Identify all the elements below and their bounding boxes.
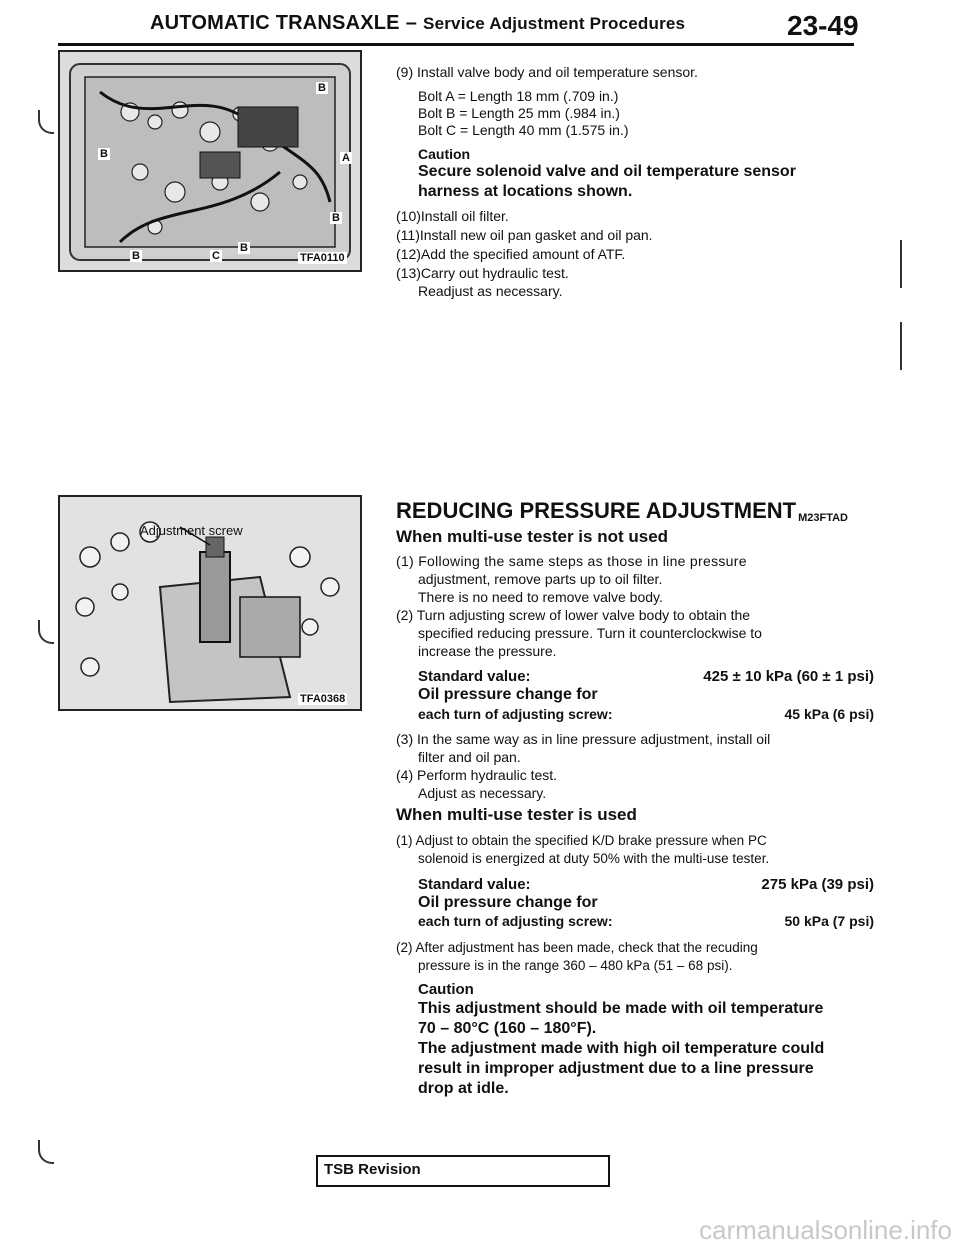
pressure-change-row: each turn of adjusting screw: 50 kPa (7 … xyxy=(396,913,874,930)
step-line: (4) Perform hydraulic test. xyxy=(396,767,558,783)
step-line: specified reducing pressure. Turn it cou… xyxy=(418,625,762,641)
step-line: pressure is in the range 360 – 480 kPa (… xyxy=(418,958,733,973)
page-number: 23-49 xyxy=(787,10,859,41)
section-code: M23FTAD xyxy=(798,512,848,524)
bolt-label-b: B xyxy=(130,250,142,262)
caution-text: drop at idle. xyxy=(418,1080,509,1097)
step-9: (9) Install valve body and oil temperatu… xyxy=(396,64,698,80)
caution-text: 70 – 80°C (160 – 180°F). xyxy=(418,1020,597,1037)
bolt-label-a: A xyxy=(340,152,352,164)
caution-text: The adjustment made with high oil temper… xyxy=(418,1040,825,1057)
pressure-change-value: 50 kPa (7 psi) xyxy=(784,913,875,929)
pressure-change-row: each turn of adjusting screw: 45 kPa (6 … xyxy=(396,706,874,723)
revision-bar xyxy=(900,322,902,370)
step-line: increase the pressure. xyxy=(418,643,557,659)
bolt-spec: Bolt B = Length 25 mm (.984 in.) xyxy=(418,105,620,121)
pressure-change-label: Oil pressure change for xyxy=(418,894,598,911)
caution-text: This adjustment should be made with oil … xyxy=(418,1000,824,1017)
step-line: filter and oil pan. xyxy=(418,749,521,765)
pressure-change-label: Oil pressure change for xyxy=(418,686,598,703)
bolt-spec: Bolt A = Length 18 mm (.709 in.) xyxy=(418,88,619,104)
bolt-label-b: B xyxy=(330,212,342,224)
adjustment-screw-label: Adjustment screw xyxy=(140,523,243,538)
caution-text: harness at locations shown. xyxy=(418,183,633,200)
adjustment-screw-figure: Adjustment screw TFA0368 xyxy=(58,495,362,711)
bolt-label-c: C xyxy=(210,250,222,262)
step-line: (1) Adjust to obtain the specified K/D b… xyxy=(396,833,767,848)
pressure-change-label: each turn of adjusting screw: xyxy=(418,706,613,722)
tsb-revision-label: TSB Revision xyxy=(324,1161,421,1178)
standard-value-row: Standard value: 275 kPa (39 psi) xyxy=(396,876,874,893)
step-line: There is no need to remove valve body. xyxy=(418,589,663,605)
manual-subtitle: Service Adjustment Procedures xyxy=(423,14,686,33)
standard-value-label: Standard value: xyxy=(418,668,531,685)
title-dash: – xyxy=(405,12,418,34)
step-line: (3) In the same way as in line pressure … xyxy=(396,731,771,747)
pressure-change-label: each turn of adjusting screw: xyxy=(418,913,613,929)
step-13-note: Readjust as necessary. xyxy=(418,283,563,299)
standard-value: 425 ± 10 kPa (60 ± 1 psi) xyxy=(703,668,874,685)
step-10: (10)Install oil filter. xyxy=(396,208,509,224)
caution-text: Secure solenoid valve and oil temperatur… xyxy=(418,163,796,180)
step-line: adjustment, remove parts up to oil filte… xyxy=(418,571,663,587)
section-heading: REDUCING PRESSURE ADJUSTMENT xyxy=(396,498,797,523)
step-line: (1) Following the same steps as those in… xyxy=(396,553,747,569)
bolt-label-b: B xyxy=(98,148,110,160)
step-line: (2) After adjustment has been made, chec… xyxy=(396,940,758,955)
tsb-revision-box: TSB Revision xyxy=(316,1155,610,1187)
caution-label: Caution xyxy=(418,981,474,998)
standard-value: 275 kPa (39 psi) xyxy=(761,876,874,893)
step-11: (11)Install new oil pan gasket and oil p… xyxy=(396,227,653,243)
valve-body-illustration xyxy=(60,52,360,270)
valve-body-figure: B A B B B C B TFA0110 xyxy=(58,50,362,272)
step-line: solenoid is energized at duty 50% with t… xyxy=(418,851,770,866)
page-header: AUTOMATIC TRANSAXLE–Service Adjustment P… xyxy=(0,0,960,46)
standard-value-label: Standard value: xyxy=(418,876,531,893)
header-rule xyxy=(58,43,854,46)
binding-mark xyxy=(38,620,54,644)
page-title: AUTOMATIC TRANSAXLE–Service Adjustment P… xyxy=(150,12,685,35)
binding-mark xyxy=(38,110,54,134)
manual-title: AUTOMATIC TRANSAXLE xyxy=(150,12,400,34)
figure-code: TFA0368 xyxy=(298,693,348,705)
bolt-spec: Bolt C = Length 40 mm (1.575 in.) xyxy=(418,122,629,138)
subheading-used: When multi-use tester is used xyxy=(396,805,637,824)
pressure-change-value: 45 kPa (6 psi) xyxy=(784,706,875,722)
caution-text: result in improper adjustment due to a l… xyxy=(418,1060,814,1077)
subheading-not-used: When multi-use tester is not used xyxy=(396,527,669,546)
step-13: (13)Carry out hydraulic test. xyxy=(396,265,569,281)
step-line: Adjust as necessary. xyxy=(418,785,547,801)
lower-valve-body-illustration xyxy=(60,497,360,709)
revision-bar xyxy=(900,240,902,288)
caution-label: Caution xyxy=(418,146,471,162)
bolt-label-b: B xyxy=(238,242,250,254)
binding-mark xyxy=(38,1140,54,1164)
step-12: (12)Add the specified amount of ATF. xyxy=(396,246,626,262)
watermark: carmanualsonline.info xyxy=(699,1215,952,1245)
figure-code: TFA0110 xyxy=(298,252,347,264)
step-line: (2) Turn adjusting screw of lower valve … xyxy=(396,607,751,623)
standard-value-row: Standard value: 425 ± 10 kPa (60 ± 1 psi… xyxy=(396,668,874,685)
bolt-label-b: B xyxy=(316,82,328,94)
